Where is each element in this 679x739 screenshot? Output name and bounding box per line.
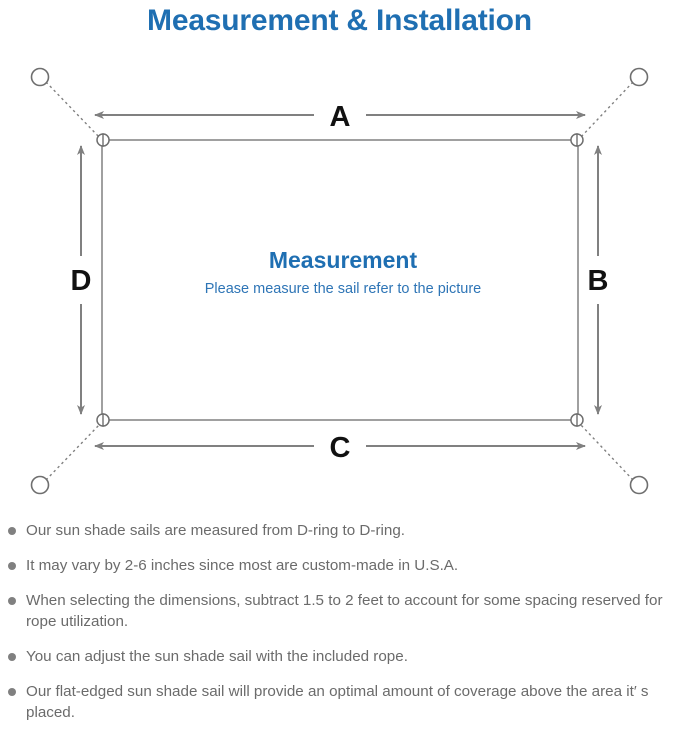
- page-title: Measurement & Installation: [147, 4, 532, 37]
- dimension-label-c: C: [330, 432, 351, 464]
- anchor-point-bottom-right: [629, 475, 649, 495]
- rope-line-bottom-left: [45, 423, 101, 481]
- anchor-rings: [30, 67, 649, 495]
- note-text: You can adjust the sun shade sail with t…: [26, 648, 408, 665]
- notes-list: Our sun shade sails are measured from D-…: [0, 520, 679, 737]
- rope-line-top-right: [579, 81, 634, 139]
- list-item: When selecting the dimensions, subtract …: [8, 590, 671, 632]
- rope-lines: [45, 81, 634, 481]
- note-text: When selecting the dimensions, subtract …: [26, 592, 663, 630]
- list-item: Our sun shade sails are measured from D-…: [8, 520, 671, 541]
- d-ring-tab-bottom-left: [102, 413, 110, 427]
- anchor-point-top-left: [30, 67, 50, 87]
- anchor-point-bottom-left: [30, 475, 50, 495]
- bullet-icon: [8, 590, 26, 605]
- shade-sail-diagram: A C D B Measurement Please measure the s…: [0, 46, 679, 516]
- d-ring-tab-top-right: [570, 133, 578, 147]
- dimension-label-a: A: [330, 101, 351, 133]
- list-item: Our flat-edged sun shade sail will provi…: [8, 681, 671, 723]
- sail-subheading: Please measure the sail refer to the pic…: [205, 281, 481, 297]
- note-text: Our sun shade sails are measured from D-…: [26, 522, 405, 539]
- bullet-icon: [8, 520, 26, 535]
- bullet-icon: [8, 646, 26, 661]
- d-ring-tab-bottom-right: [570, 413, 578, 427]
- d-ring-tab-top-left: [102, 133, 110, 147]
- dimension-label-b: B: [588, 265, 609, 297]
- bullet-icon: [8, 681, 26, 696]
- sail-heading: Measurement: [269, 247, 418, 273]
- dimension-label-d: D: [71, 265, 92, 297]
- rope-line-top-left: [45, 81, 101, 139]
- sail-d-ring-tabs: [102, 133, 578, 427]
- list-item: You can adjust the sun shade sail with t…: [8, 646, 671, 667]
- note-text: It may vary by 2-6 inches since most are…: [26, 557, 459, 574]
- rope-line-bottom-right: [579, 423, 634, 481]
- anchor-point-top-right: [629, 67, 649, 87]
- bullet-icon: [8, 555, 26, 570]
- list-item: It may vary by 2-6 inches since most are…: [8, 555, 671, 576]
- sail-body: [101, 139, 579, 421]
- note-text: Our flat-edged sun shade sail will provi…: [26, 683, 649, 721]
